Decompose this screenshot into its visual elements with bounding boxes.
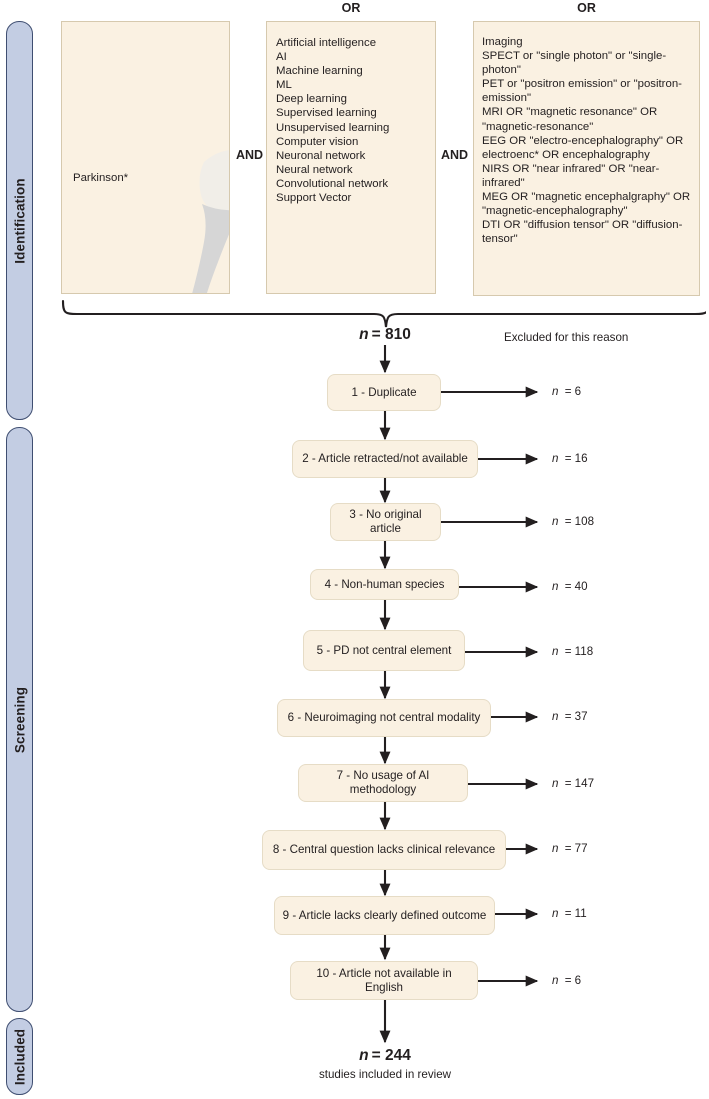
total-identified-count: n= 810 [285, 326, 485, 344]
search-box-imaging-terms-text: Imaging SPECT or "single photon" or "sin… [482, 36, 691, 246]
exclusion-box-8[interactable]: 8 - Central question lacks clinical rele… [262, 830, 506, 870]
exclusion-count-8: n = 77 [552, 842, 588, 855]
stage-identification: Identification [6, 21, 33, 420]
exclusion-count-10-value: = 6 [564, 974, 582, 987]
exclusion-count-1-symbol: n [552, 385, 559, 398]
and-operator-label-2: AND [441, 148, 469, 162]
search-box-ai-terms: Artificial intelligence AI Machine learn… [266, 21, 436, 294]
total-included-n-symbol: n [359, 1047, 369, 1064]
exclusion-count-2-symbol: n [552, 452, 559, 465]
total-included-caption: studies included in review [318, 1068, 452, 1081]
or-operator-label-1: OR [341, 1, 361, 15]
exclusion-box-1[interactable]: 1 - Duplicate [327, 374, 441, 411]
exclusion-count-6-symbol: n [552, 710, 559, 723]
exclusion-count-8-value: = 77 [564, 842, 588, 855]
exclusion-count-2-value: = 16 [564, 452, 588, 465]
exclusion-box-2[interactable]: 2 - Article retracted/not available [292, 440, 478, 478]
exclusion-box-7[interactable]: 7 - No usage of AI methodology [298, 764, 468, 802]
or-operator-label-2: OR [577, 1, 596, 15]
exclusion-box-5[interactable]: 5 - PD not central element [303, 630, 465, 671]
exclusion-count-7-symbol: n [552, 777, 559, 790]
exclusion-count-6: n = 37 [552, 710, 588, 723]
exclusion-count-2: n = 16 [552, 452, 588, 465]
exclusion-count-6-value: = 37 [564, 710, 588, 723]
exclusion-count-7: n = 147 [552, 777, 594, 790]
exclusion-box-3[interactable]: 3 - No original article [330, 503, 441, 541]
exclusion-count-8-symbol: n [552, 842, 559, 855]
exclusion-count-4-value: = 40 [564, 580, 588, 593]
exclusion-count-5: n = 118 [552, 645, 593, 658]
excluded-reason-header: Excluded for this reason [504, 331, 629, 344]
exclusion-count-7-value: = 147 [564, 777, 595, 790]
stage-included: Included [6, 1018, 33, 1095]
total-identified-value: = 810 [371, 326, 411, 343]
exclusion-count-4: n = 40 [552, 580, 588, 593]
search-box-imaging-terms: Imaging SPECT or "single photon" or "sin… [473, 21, 700, 296]
combining-brace [61, 299, 706, 328]
exclusion-count-9: n = 11 [552, 907, 587, 920]
exclusion-count-4-symbol: n [552, 580, 559, 593]
search-box-population-text: Parkinson* [73, 172, 129, 184]
exclusion-count-9-symbol: n [552, 907, 559, 920]
exclusion-box-10[interactable]: 10 - Article not available in English [290, 961, 478, 1000]
exclusion-count-1: n = 6 [552, 385, 581, 398]
exclusion-count-10: n = 6 [552, 974, 581, 987]
exclusion-count-3-value: = 108 [564, 515, 595, 528]
exclusion-box-9[interactable]: 9 - Article lacks clearly defined outcom… [274, 896, 495, 935]
exclusion-count-9-value: = 11 [564, 907, 587, 920]
total-included-value: = 244 [371, 1047, 411, 1064]
exclusion-count-3-symbol: n [552, 515, 559, 528]
and-operator-label-1: AND [236, 148, 264, 162]
exclusion-count-1-value: = 6 [564, 385, 582, 398]
exclusion-box-6[interactable]: 6 - Neuroimaging not central modality [277, 699, 491, 737]
exclusion-count-5-value: = 118 [564, 645, 594, 658]
total-identified-n-symbol: n [359, 326, 369, 343]
exclusion-box-4[interactable]: 4 - Non-human species [310, 569, 459, 600]
search-box-ai-terms-text: Artificial intelligence AI Machine learn… [276, 37, 390, 205]
stage-screening: Screening [6, 427, 33, 1012]
exclusion-count-10-symbol: n [552, 974, 559, 987]
exclusion-count-3: n = 108 [552, 515, 594, 528]
total-included-count: n= 244 [285, 1047, 485, 1065]
exclusion-count-5-symbol: n [552, 645, 559, 658]
